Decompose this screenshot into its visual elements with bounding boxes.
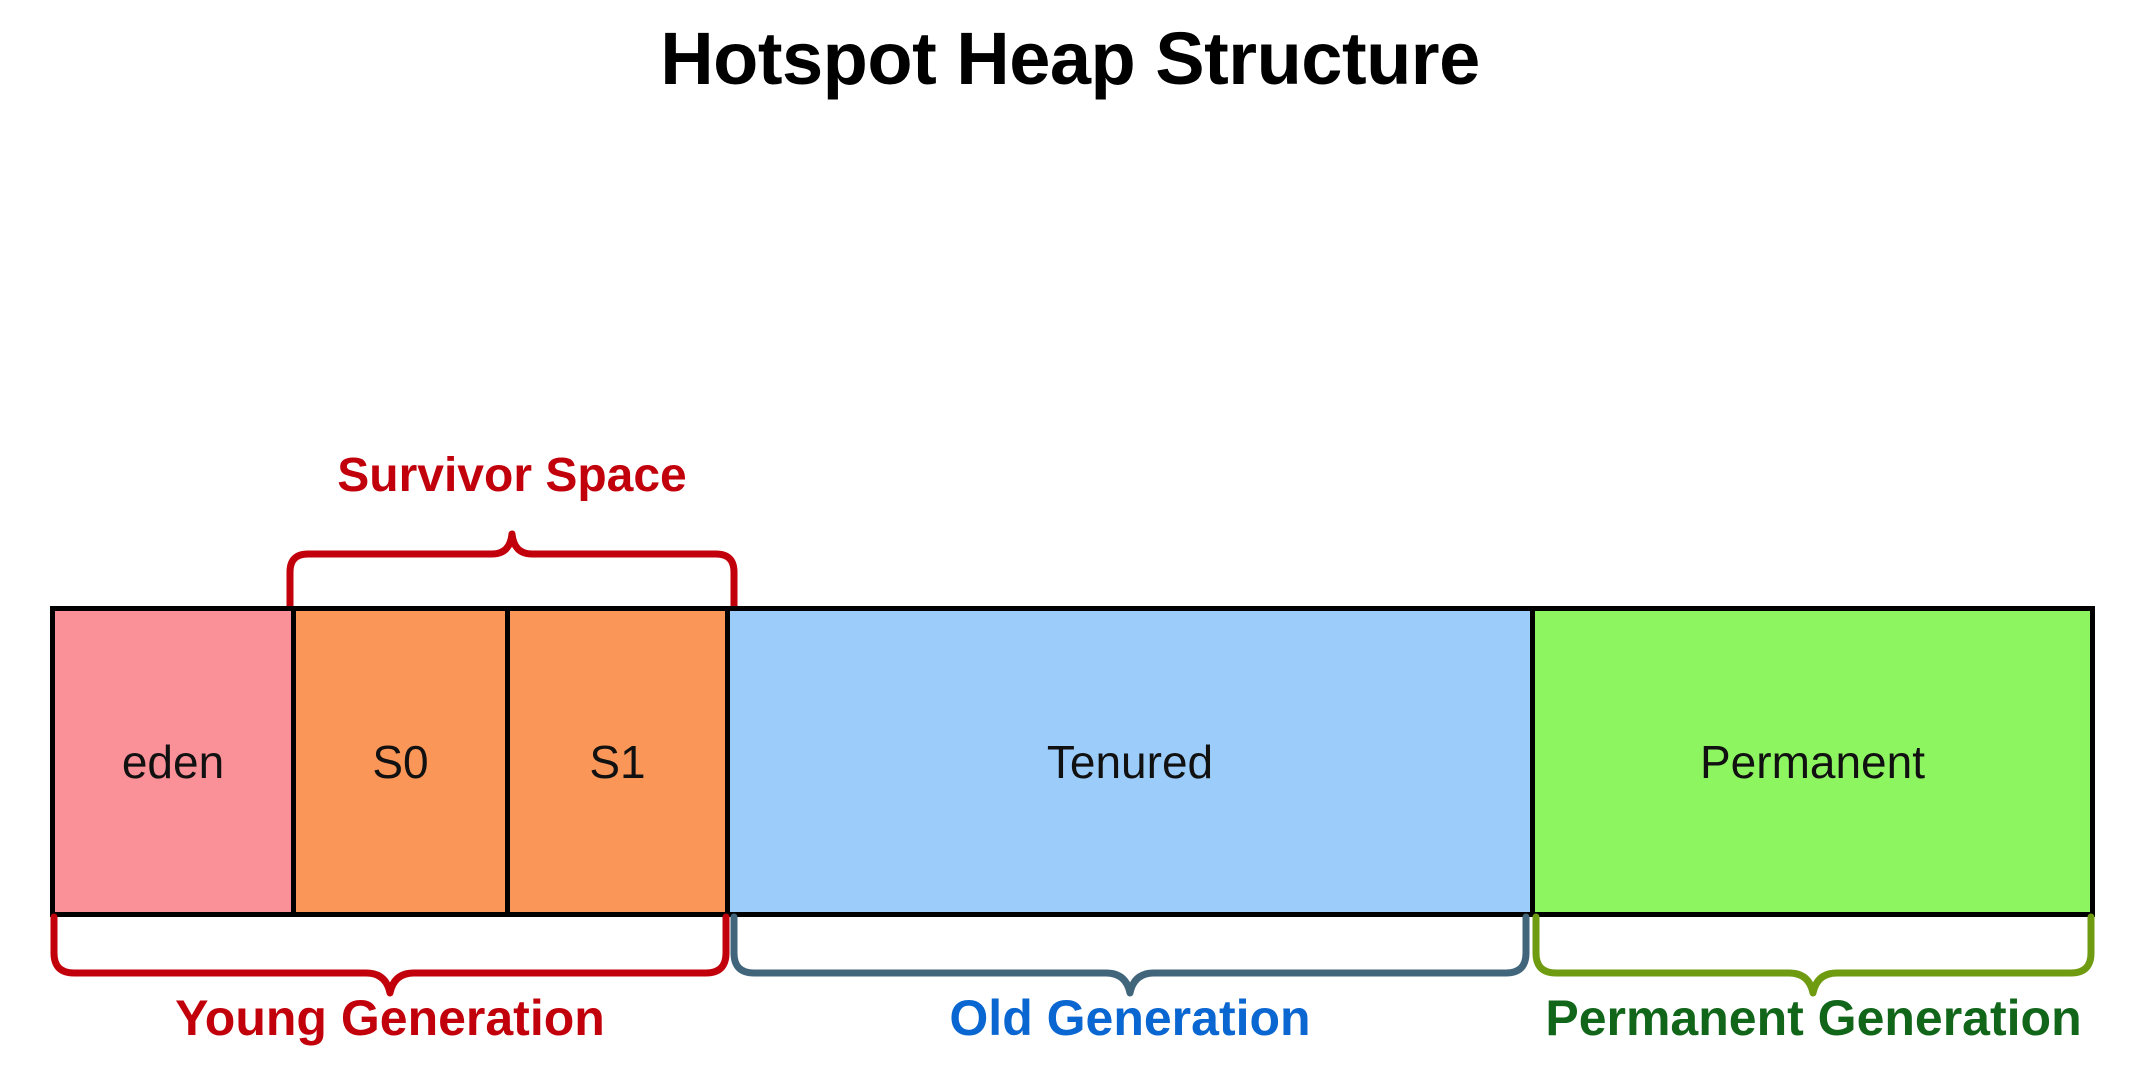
heap-segment-tenured-label: Tenured [1046, 735, 1214, 788]
survivor-space-label: Survivor Space [337, 449, 687, 502]
heap-segment-eden-label: eden [121, 735, 225, 788]
heap-segment-s0-label: S0 [372, 735, 429, 788]
heap-segment-s1[interactable]: S1 [510, 611, 730, 912]
old-generation-label: Old Generation [949, 990, 1311, 1046]
survivor-space-brace-icon [286, 530, 738, 612]
permanent-generation-brace-icon [1532, 913, 2095, 997]
heap-segment-eden[interactable]: eden [55, 611, 296, 912]
heap-bar: eden S0 S1 Tenured Permanent [50, 606, 2095, 917]
young-generation-brace-icon [50, 913, 730, 997]
heap-segment-tenured[interactable]: Tenured [730, 611, 1535, 912]
permanent-generation-label: Permanent Generation [1545, 990, 2082, 1046]
heap-segment-s1-label: S1 [589, 735, 646, 788]
heap-segment-s0[interactable]: S0 [296, 611, 510, 912]
page-title: Hotspot Heap Structure [660, 17, 1480, 100]
young-generation-label: Young Generation [175, 990, 605, 1046]
heap-segment-permanent-label: Permanent [1699, 735, 1925, 788]
heap-segment-permanent[interactable]: Permanent [1535, 611, 2090, 912]
old-generation-brace-icon [730, 913, 1530, 997]
